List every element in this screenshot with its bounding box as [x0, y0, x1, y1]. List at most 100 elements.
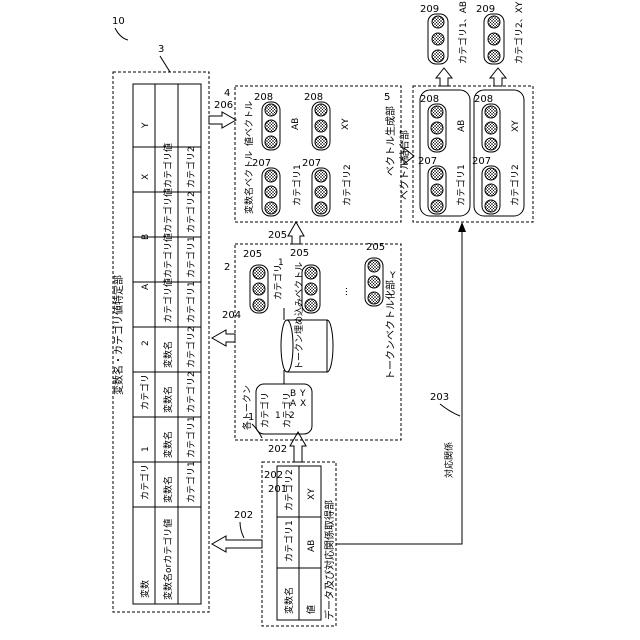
vector-combine-label: ベクトル結合部 — [398, 130, 411, 200]
input-table-ref: 201 — [268, 484, 287, 495]
correspondence-label: 対応関係 — [443, 442, 455, 478]
token-vector-label: カテゴリ — [272, 264, 284, 300]
ref-205-arrow: 205 — [268, 230, 287, 241]
output-vector — [428, 14, 448, 64]
data-acquisition-label: データ及び対応関係取得部 — [323, 500, 336, 620]
id-header-cell: カテゴリ — [139, 374, 151, 410]
id-row1-cell: 変数名orカテゴリ値 — [162, 519, 174, 600]
vector-label: XY — [341, 118, 351, 130]
correspondence-arrowhead — [458, 222, 466, 232]
id-row1-cell: 変数名 — [162, 431, 174, 458]
value-vector-title: 値ベクトル — [243, 101, 255, 146]
ref-208: 208 — [474, 94, 493, 105]
ref-206: 206 — [214, 100, 233, 111]
token-unit-ref: 2 — [224, 262, 230, 273]
input-cell: 変数名 — [283, 587, 295, 614]
vector-label: AB — [291, 118, 301, 130]
token-item: 1 — [275, 411, 281, 421]
ref-208: 208 — [420, 94, 439, 105]
id-row2-cell: カテゴリ2 — [185, 191, 197, 233]
output-arrow — [490, 68, 506, 86]
ref-203-leader — [440, 404, 460, 416]
id-row2-cell: カテゴリ1 — [185, 416, 197, 458]
combined-value-vector — [482, 104, 500, 152]
variable-name-vector — [262, 168, 280, 216]
input-cell: AB — [307, 540, 317, 552]
ref-205: 205 — [243, 249, 262, 260]
ref-209: 209 — [476, 4, 495, 15]
token-vector — [365, 258, 383, 306]
token-item: B — [290, 389, 296, 399]
token-vector — [302, 265, 320, 313]
correspondence-line — [336, 226, 462, 544]
token-item: A — [290, 399, 297, 409]
identification-label: 変数名・カテゴリ値特定部 — [112, 275, 125, 395]
input-cell: カテゴリ1 — [283, 520, 295, 562]
ref-208: 208 — [254, 92, 273, 103]
id-row1-cell: カテゴリ値 — [162, 143, 174, 188]
token-item: カテゴリ — [259, 392, 271, 428]
id-row2-cell: カテゴリ2 — [185, 371, 197, 413]
token-vector-label: 1 — [278, 258, 284, 268]
id-row2-cell: カテゴリ2 — [185, 146, 197, 188]
output-vector — [484, 14, 504, 64]
token-unit-label: トークンベクトル化部 — [384, 280, 397, 380]
token-item: 2 — [289, 411, 295, 421]
ref-205: 205 — [290, 248, 309, 259]
figure-ref-leader — [115, 28, 128, 40]
token-vector — [250, 265, 268, 313]
id-header-cell: 1 — [141, 446, 151, 452]
identification-ref: 3 — [158, 44, 164, 55]
id-row2-cell: カテゴリ1 — [185, 461, 197, 503]
combined-name-vector — [428, 166, 446, 214]
vector-label: カテゴリ1 — [291, 164, 303, 206]
id-row2-cell: カテゴリ1 — [185, 236, 197, 278]
arrow-206 — [209, 112, 236, 128]
ref-209: 209 — [420, 4, 439, 15]
ref-207: 207 — [418, 156, 437, 167]
input-cell: 値 — [305, 605, 317, 614]
embedding-label: トークン埋め込みベクトル — [294, 262, 305, 370]
variable-name-vector — [312, 168, 330, 216]
combined-label: カテゴリ2 — [509, 164, 521, 206]
id-row2-cell: カテゴリ2 — [185, 326, 197, 368]
token-item: X — [300, 399, 306, 409]
ref-204: 204 — [222, 310, 241, 321]
id-header-cell: A — [141, 283, 151, 290]
ref-205: 205 — [366, 242, 385, 253]
figure-ref: 10 — [112, 16, 125, 27]
id-header-cell: 変数 — [139, 580, 151, 598]
value-vector — [262, 102, 280, 150]
ref-202-leader-label: 202 — [264, 470, 283, 481]
combined-label: AB — [457, 120, 467, 132]
combined-label: XY — [511, 120, 521, 132]
id-row1-cell: カテゴリ値 — [162, 278, 174, 323]
id-row2-cell: カテゴリ1 — [185, 281, 197, 323]
id-row1-cell: 変数名 — [162, 341, 174, 368]
identification-ref-leader — [160, 56, 170, 72]
input-cell: XY — [307, 488, 317, 500]
id-row1-cell: カテゴリ値 — [162, 188, 174, 233]
id-header-cell: 2 — [141, 340, 151, 346]
arrow-202 — [212, 536, 262, 552]
output-arrow — [436, 68, 452, 86]
arrow-204 — [212, 330, 235, 346]
ref-203: 203 — [430, 392, 449, 403]
ref-208: 208 — [304, 92, 323, 103]
ref-207: 207 — [302, 158, 321, 169]
value-vector — [312, 102, 330, 150]
arrow-205 — [288, 222, 304, 244]
ref-202-up: 202 — [268, 444, 287, 455]
ref-207: 207 — [472, 156, 491, 167]
embedding-cylinder — [281, 320, 333, 372]
ref-202-leader — [240, 522, 244, 538]
combined-value-vector — [428, 104, 446, 152]
vector-gen-ref: 4 — [224, 88, 230, 99]
ellipsis: … — [340, 287, 350, 296]
vector-label: カテゴリ2 — [341, 164, 353, 206]
token-item: Y — [299, 389, 306, 399]
output-label: カテゴリ1、AB — [457, 1, 469, 64]
token-vector-label: Y — [389, 271, 396, 281]
tokens-title: 各トークン — [241, 385, 253, 430]
